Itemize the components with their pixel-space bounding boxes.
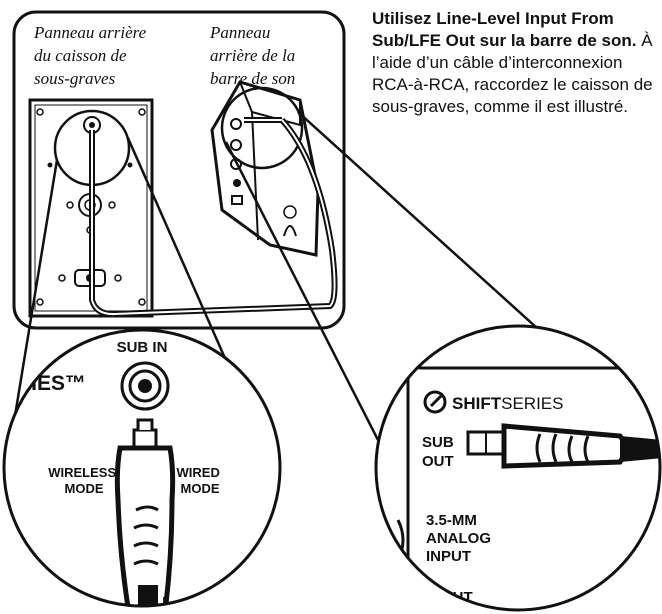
wireless-mode-label: WIRELESS MODE [48,465,120,496]
analog-input-line: ANALOG [426,530,491,547]
subwoofer-panel-label: Panneau arrière du caisson de sous-grave… [33,23,150,88]
wireless-mode-line: WIRELESS [48,465,116,480]
analog-input-line: INPUT [426,548,471,565]
brand-series: SERIES [501,394,563,413]
subwoofer-label-line: sous-graves [34,69,116,88]
subwoofer-label-line: Panneau arrière [33,23,147,42]
instruction-body: À l’aide d’un câble d’interconnexion RCA… [372,31,653,116]
wired-mode-label: WIRED MODE [177,465,224,496]
zoom-soundbar-output: SHIFTSERIES SUB OUT 3.5-MM ANALOG INPUT … [374,324,662,612]
analog-input-label: 3.5-MM ANALOG INPUT [426,512,495,565]
wireless-mode-line: MODE [65,481,104,496]
zoom-subwoofer-input: SUB IN ERIES™ WIRELESS MODE WIRED MODE D… [2,328,282,608]
instruction-bold: Utilisez Line-Level Input From Sub/LFE O… [372,9,637,50]
sub-out-label: SUB OUT [422,434,458,470]
shift-series-brand: SHIFTSERIES [452,394,563,413]
soundbar-panel-label: Panneau arrière de la barre de son [209,23,300,88]
soundbar-label-line: arrière de la [210,46,295,65]
analog-input-line: 3.5-MM [426,512,477,529]
wired-mode-line: MODE [181,481,220,496]
subwoofer-label-line: du caisson de [34,46,127,65]
soundbar-label-line: barre de son [210,69,295,88]
brand-shift: SHIFT [452,394,502,413]
sub-in-label: SUB IN [117,339,168,356]
wired-mode-line: WIRED [177,465,220,480]
instruction-text: Utilisez Line-Level Input From Sub/LFE O… [372,8,662,118]
sub-out-line: OUT [422,453,454,470]
soundbar-highlight-circle [220,86,304,170]
series-brand-fragment: ERIES™ [2,372,86,395]
soundbar-label-line: Panneau [209,23,270,42]
sub-out-line: SUB [422,434,454,451]
